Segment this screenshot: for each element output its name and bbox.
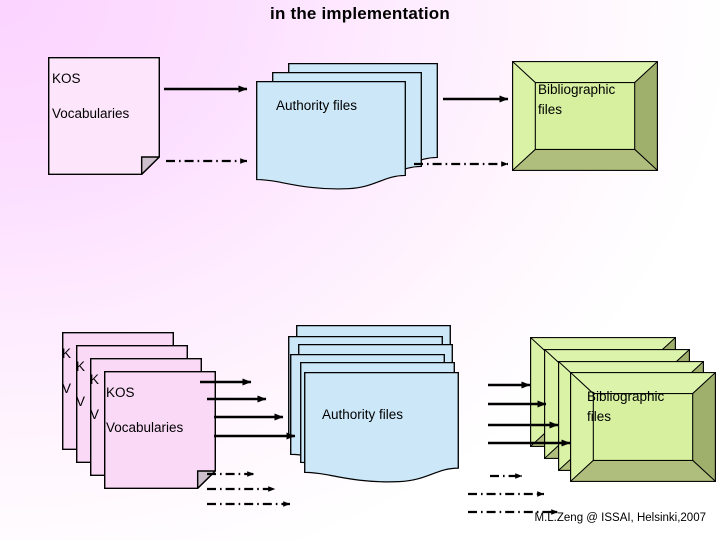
bottom-kos-stack[interactable] xyxy=(62,332,216,489)
bottom-bibliographic-stack[interactable] xyxy=(530,337,716,482)
page-title: in the implementation xyxy=(270,4,450,23)
top-kos-document[interactable] xyxy=(48,57,160,175)
bottom-authority-stack[interactable] xyxy=(288,325,459,483)
bottom-arrows-authority-to-bibliographic xyxy=(468,381,571,515)
top-authority-stack[interactable] xyxy=(256,63,438,190)
bottom-arrows-kos-to-authority xyxy=(200,378,296,507)
credit-line: M.L.Zeng @ ISSAI, Helsinki,2007 xyxy=(534,512,706,524)
top-bibliographic-box[interactable] xyxy=(512,61,658,171)
